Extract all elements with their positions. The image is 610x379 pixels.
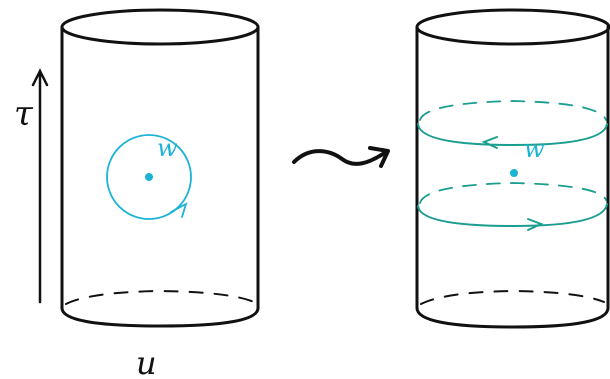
transition-arrow bbox=[292, 146, 390, 168]
upper-loop-arrowhead bbox=[481, 136, 498, 149]
upper-loop-back bbox=[419, 100, 607, 121]
right-cylinder-bottom-rim-back bbox=[420, 289, 605, 305]
operator-point-left bbox=[145, 173, 153, 181]
space-axis-label: u bbox=[136, 344, 157, 379]
left-cylinder-top-rim bbox=[60, 8, 260, 46]
squiggle-arrowhead bbox=[368, 146, 390, 168]
left-cylinder bbox=[31, 8, 260, 328]
right-cylinder-top-rim bbox=[415, 8, 610, 46]
squiggle-arrow bbox=[292, 149, 388, 166]
upper-loop-front bbox=[417, 123, 608, 147]
right-cylinder-bottom-rim-front bbox=[415, 306, 610, 329]
lower-loop-back bbox=[419, 182, 607, 204]
time-axis-label: τ bbox=[14, 94, 34, 134]
winding-label-right: w bbox=[524, 135, 545, 163]
right-cylinder bbox=[415, 8, 610, 329]
lower-loop-arrowhead bbox=[527, 218, 544, 231]
winding-circle-left-arrowhead bbox=[170, 202, 188, 218]
time-axis-arrowhead bbox=[31, 68, 49, 87]
lower-loop-front bbox=[417, 203, 608, 228]
left-cylinder-bottom-rim-back bbox=[65, 289, 255, 305]
winding-circle-left bbox=[106, 134, 192, 220]
left-cylinder-bottom-rim-front bbox=[60, 306, 260, 328]
operator-point-right bbox=[510, 169, 518, 177]
winding-label-left: w bbox=[157, 134, 178, 162]
